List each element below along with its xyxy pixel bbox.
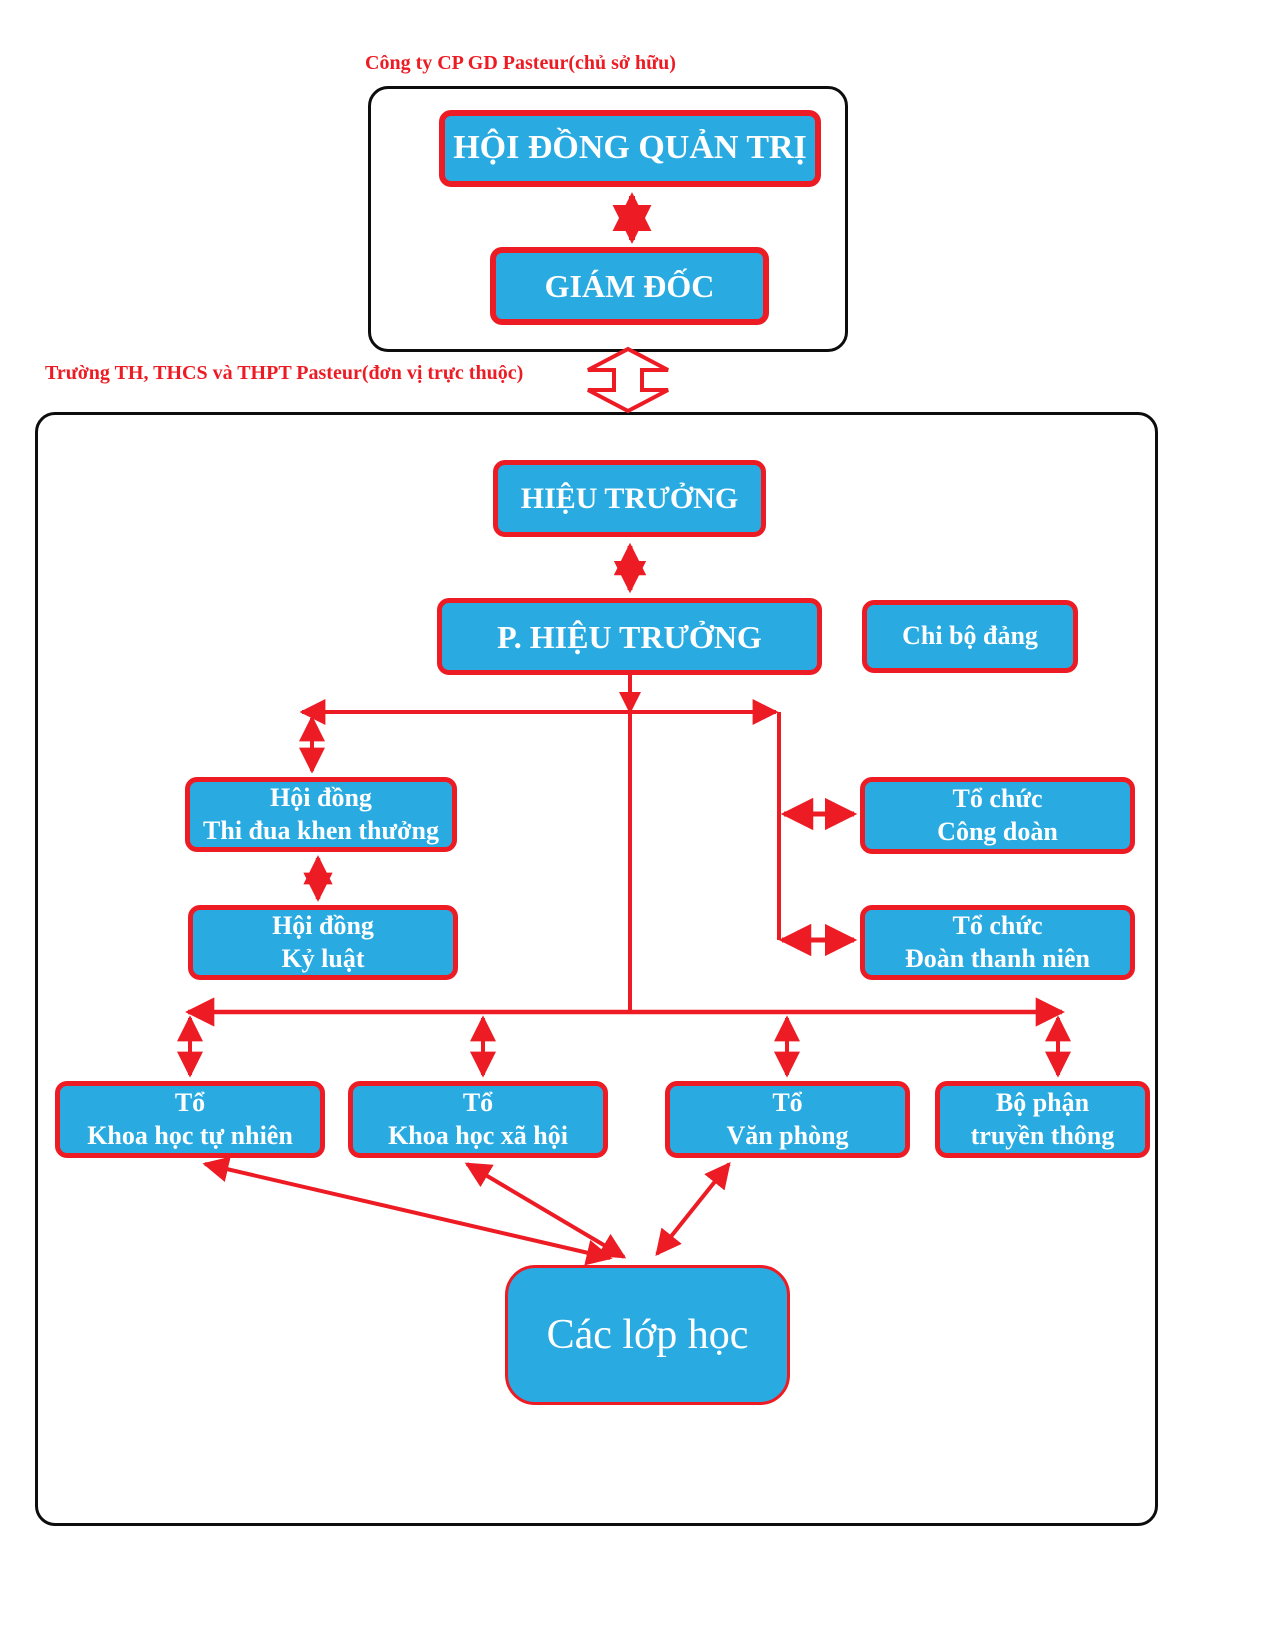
vice-principal-box: P. HIỆU TRƯỞNG	[437, 598, 822, 675]
school-label: Trường TH, THCS và THPT Pasteur(đơn vị t…	[45, 362, 524, 384]
office-box: Tổ Văn phòng	[665, 1081, 910, 1158]
board-of-directors-box: HỘI ĐỒNG QUẢN TRỊ	[439, 110, 821, 187]
classes-box: Các lớp học	[505, 1265, 790, 1405]
director-box: GIÁM ĐỐC	[490, 247, 769, 325]
arrow-office-classes	[655, 1161, 731, 1257]
party-cell-box: Chi bộ đảng	[862, 600, 1078, 673]
social-sciences-box: Tổ Khoa học xã hội	[348, 1081, 608, 1158]
owner-company-container	[368, 86, 848, 352]
emulation-council-box: Hội đồng Thi đua khen thưởng	[185, 777, 457, 852]
principal-box: HIỆU TRƯỞNG	[493, 460, 766, 537]
discipline-council-box: Hội đồng Kỷ luật	[188, 905, 458, 980]
school-container	[35, 412, 1158, 1526]
media-department-box: Bộ phận truyền thông	[935, 1081, 1150, 1158]
youth-union-box: Tổ chức Đoàn thanh niên	[860, 905, 1135, 980]
arrow-social-classes	[464, 1162, 627, 1259]
arrow-company-school	[587, 346, 669, 414]
owner-company-label: Công ty CP GD Pasteur(chủ sở hữu)	[365, 52, 676, 74]
trade-union-box: Tổ chức Công doàn	[860, 777, 1135, 854]
natural-sciences-box: Tổ Khoa học tự nhiên	[55, 1081, 325, 1158]
